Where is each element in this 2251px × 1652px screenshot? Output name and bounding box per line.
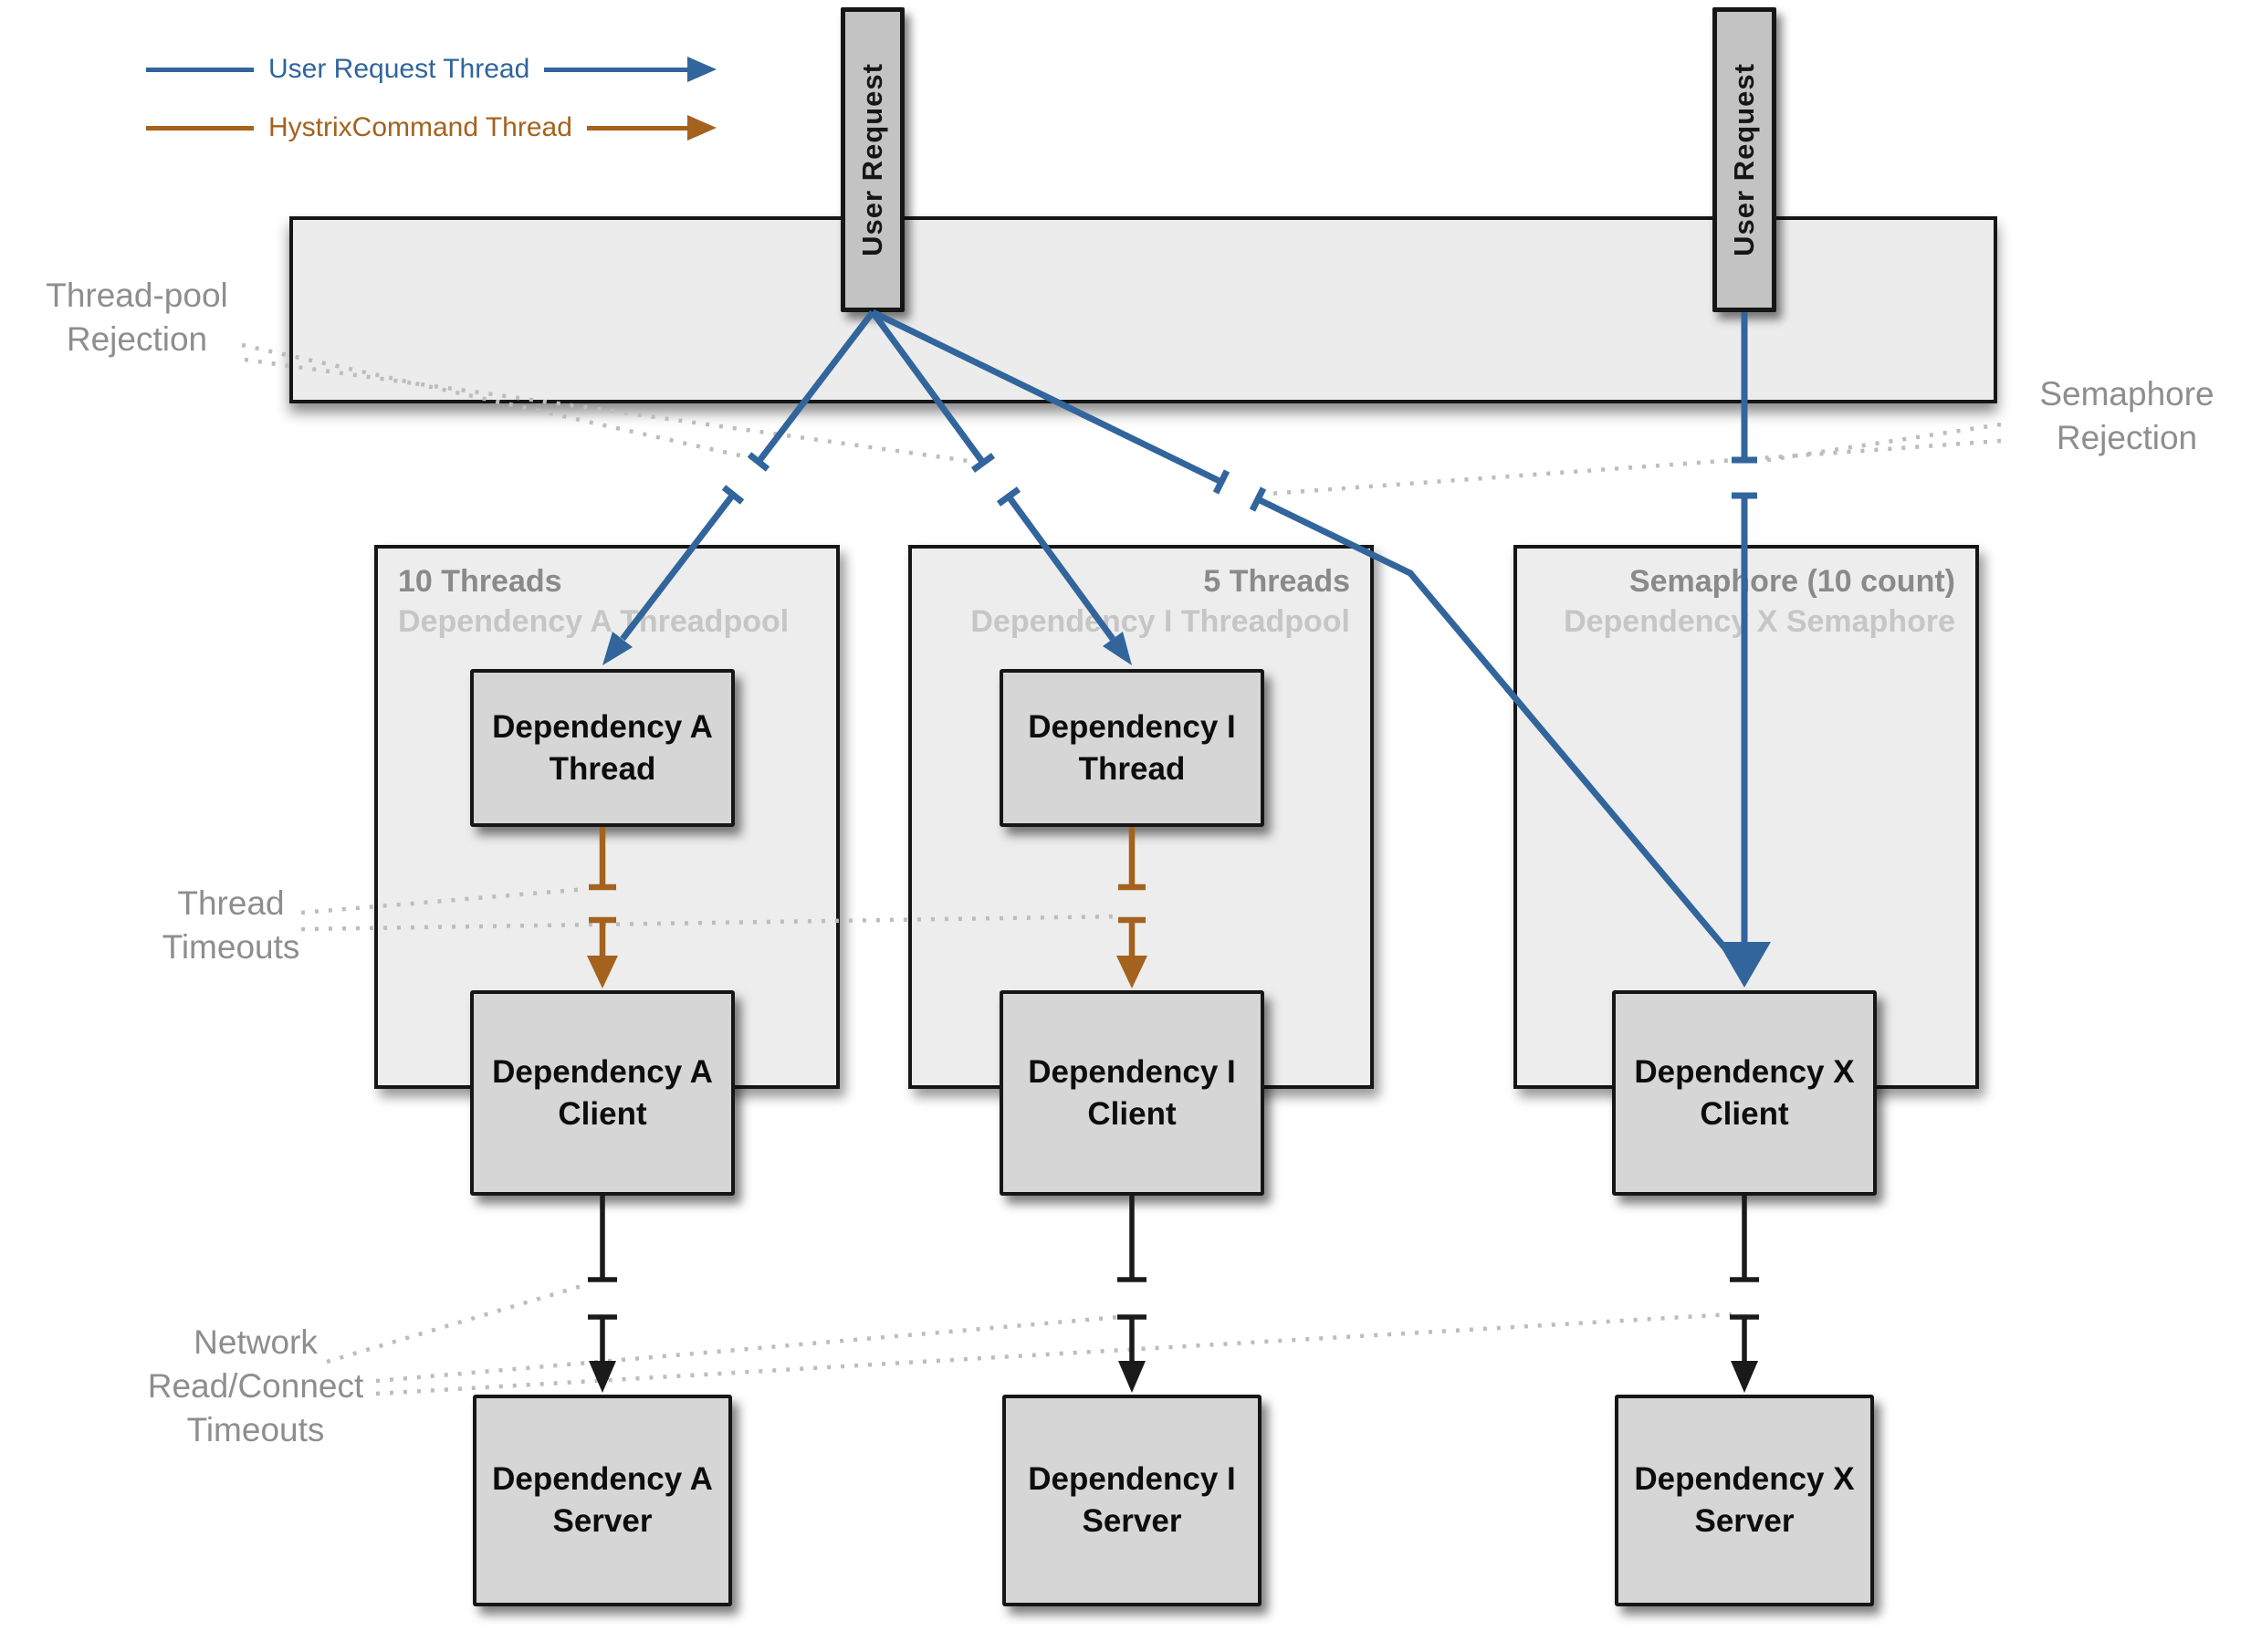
pool-subtitle: Dependency A Threadpool — [398, 604, 790, 639]
dependency-a-client-box: Dependency A Client — [470, 990, 735, 1196]
arrow-shaft — [586, 125, 687, 131]
arrowhead-into-server-x — [1731, 1361, 1758, 1393]
annotation-line: Rejection — [2056, 419, 2198, 456]
network-arrowheads — [589, 1361, 1758, 1393]
legend-item-hystrix-command-thread: HystrixCommand Thread — [146, 111, 717, 144]
node-label-line: Thread — [1078, 750, 1186, 787]
break-tick — [721, 485, 745, 505]
node-label-line: Dependency A — [492, 1053, 713, 1090]
annotation-line: Network — [194, 1323, 318, 1361]
node-label-line: Dependency A — [492, 1461, 713, 1497]
pool-subtitle: Dependency I Threadpool — [970, 604, 1350, 639]
legend: User Request Thread HystrixCommand Threa… — [146, 53, 717, 170]
dependency-i-client-box: Dependency I Client — [1000, 990, 1264, 1196]
break-tick — [970, 453, 996, 473]
pool-title: Semaphore (10 count) — [1628, 564, 1955, 599]
hystrix-command-thread-arrow-icon — [586, 115, 717, 141]
dependency-i-server-box: Dependency I Server — [1002, 1395, 1262, 1606]
network-timeouts-connector-i — [375, 1314, 1120, 1384]
node-label-line: Client — [1700, 1095, 1789, 1132]
break-tick — [1249, 486, 1267, 512]
break-tick — [747, 452, 770, 472]
network-lines — [588, 1196, 1759, 1365]
user-request-box-right: User Request — [1712, 7, 1776, 312]
break-tick — [1212, 469, 1230, 495]
network-timeouts-connector-x — [375, 1312, 1733, 1396]
node-label-line: Client — [558, 1095, 647, 1132]
arrow-head — [687, 115, 717, 141]
dependency-a-thread-box: Dependency A Thread — [470, 669, 735, 827]
user-request-thread-line-sample — [146, 67, 254, 72]
arrowhead-into-server-a — [589, 1361, 616, 1393]
pool-title: 5 Threads — [1203, 564, 1350, 599]
annotation-line: Semaphore — [2039, 375, 2214, 413]
node-label-line: Dependency I — [1028, 1461, 1236, 1497]
hystrix-command-thread-line-sample — [146, 125, 254, 131]
dependency-i-thread-box: Dependency I Thread — [1000, 669, 1264, 827]
arrowhead-into-server-i — [1118, 1361, 1146, 1393]
pool-title: 10 Threads — [398, 564, 562, 599]
node-label-line: Server — [552, 1503, 653, 1539]
pool-header: 5 Threads Dependency I Threadpool — [912, 561, 1370, 642]
user-request-label: User Request — [1728, 63, 1760, 256]
thread-timeouts-label: Thread Timeouts — [94, 882, 368, 969]
pool-header: 10 Threads Dependency A Threadpool — [378, 561, 836, 642]
break-tick — [996, 486, 1021, 507]
annotation-line: Rejection — [66, 320, 208, 358]
node-label-line: Server — [1694, 1503, 1795, 1539]
node-label-line: Client — [1087, 1095, 1177, 1132]
dependency-a-server-box: Dependency A Server — [473, 1395, 732, 1606]
annotation-line: Thread — [177, 884, 285, 922]
semaphore-rejection-connector-vertical — [1761, 422, 2002, 464]
legend-label-user-request-thread: User Request Thread — [268, 54, 530, 84]
user-request-label: User Request — [856, 63, 888, 256]
user-request-box-left: User Request — [841, 7, 905, 312]
pool-header: Semaphore (10 count) Dependency X Semaph… — [1517, 561, 1975, 642]
pool-subtitle: Dependency X Semaphore — [1564, 604, 1955, 639]
node-label-line: Dependency X — [1634, 1461, 1855, 1497]
network-timeouts-label: Network Read/Connect Timeouts — [119, 1321, 393, 1452]
semaphore-rejection-connector-diagonal — [1268, 438, 2002, 497]
legend-label-hystrix-command-thread: HystrixCommand Thread — [268, 112, 572, 142]
node-label-line: Server — [1082, 1503, 1182, 1539]
dependency-x-client-box: Dependency X Client — [1612, 990, 1877, 1196]
node-label-line: Dependency I — [1028, 1053, 1236, 1090]
user-request-thread-arrow-icon — [544, 57, 717, 82]
annotation-line: Timeouts — [186, 1411, 325, 1448]
annotation-line: Read/Connect — [147, 1367, 364, 1405]
legend-item-user-request-thread: User Request Thread — [146, 53, 717, 86]
arrow-head — [687, 57, 717, 82]
semaphore-rejection-label: Semaphore Rejection — [1990, 372, 2251, 460]
node-label-line: Dependency I — [1028, 708, 1236, 745]
node-label-line: Dependency A — [492, 708, 713, 745]
node-label-line: Dependency X — [1634, 1053, 1855, 1090]
annotation-line: Thread-pool — [46, 277, 228, 314]
thread-pool-rejection-label: Thread-pool Rejection — [0, 274, 274, 361]
dependency-x-server-box: Dependency X Server — [1615, 1395, 1874, 1606]
arrow-shaft — [544, 67, 687, 72]
node-label-line: Thread — [549, 750, 656, 787]
annotation-line: Timeouts — [162, 928, 300, 966]
